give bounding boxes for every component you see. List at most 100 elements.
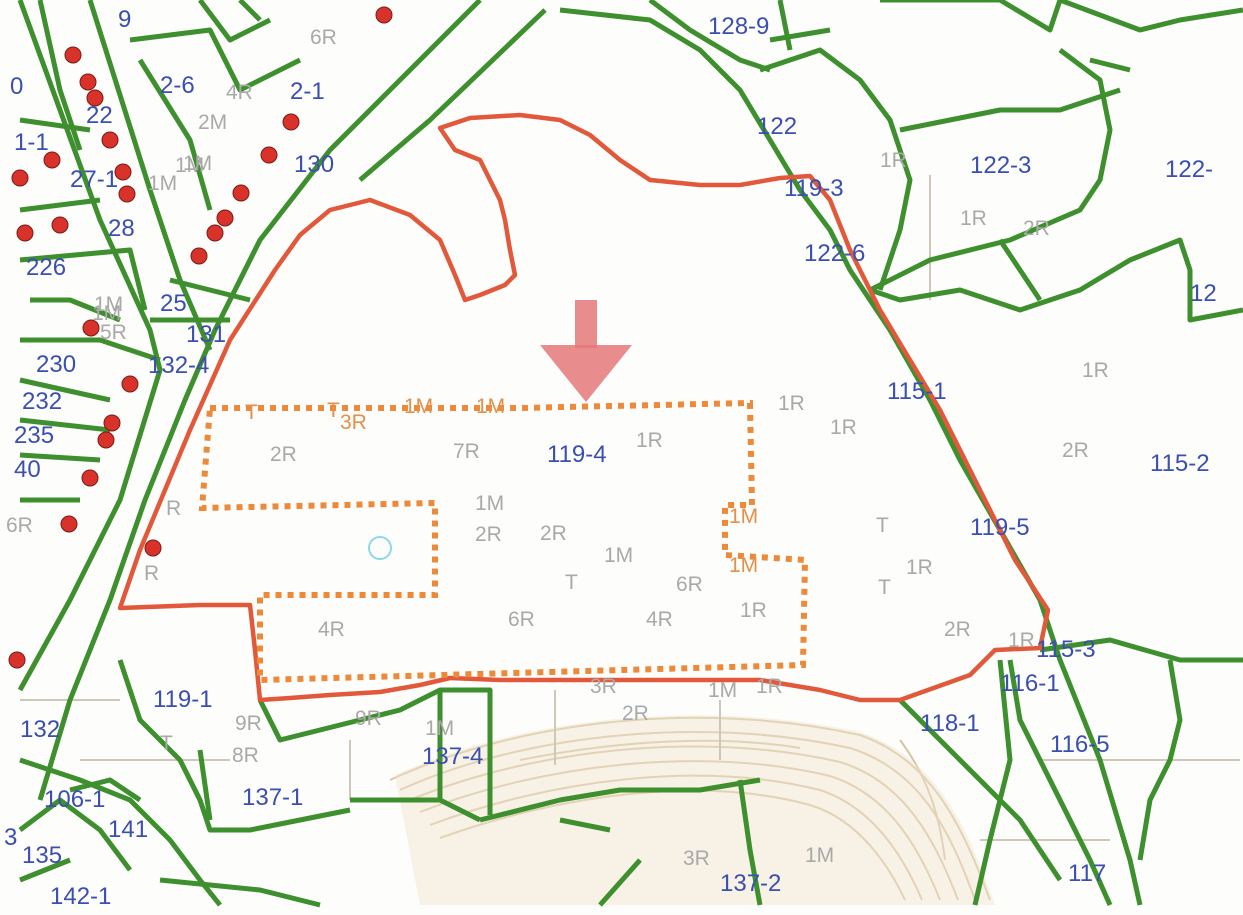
zone-label: 1R [1008,629,1035,652]
parcel-label: 122 [757,113,798,140]
parcel-label: 117 [1068,860,1107,887]
zone-label: T [160,732,173,755]
zone-label: 1M [94,293,124,316]
parcel-label: 230 [36,351,77,378]
parcel-label: 131 [186,321,227,348]
zone-label: 1R [756,675,783,698]
parcel-label: 9 [118,6,132,33]
zone-label: 1R [880,149,907,172]
parcel-label: 118-1 [920,710,980,737]
parcel-label: 119-1 [153,686,213,713]
parcel-label: 119-5 [970,514,1030,541]
parcel-label: 116-5 [1050,731,1110,758]
zone-label: 1R [1082,359,1109,382]
parcel-label: 115-3 [1036,636,1096,663]
zone-label-orange: 1M [476,395,506,418]
zone-label-orange: 1M [404,395,434,418]
parcel-label: 115-2 [1150,450,1210,477]
zone-label: 9R [355,707,382,730]
zone-label: 4R [646,608,673,631]
parcel-label: 235 [14,422,55,449]
zone-label: 2R [475,523,502,546]
zone-label: 1R [830,416,857,439]
zone-label: 2R [944,618,971,641]
parcel-label: 141 [108,816,149,843]
zone-label: 1M [805,844,835,867]
parcel-label: 119-4 [547,441,607,468]
parcel-label: 122-6 [804,240,866,267]
parcel-label: 137-1 [242,784,304,811]
parcel-label: 226 [26,254,67,281]
zone-label: R [166,497,182,520]
zone-label: 4R [226,81,253,104]
zone-label: 3R [683,847,710,870]
parcel-label: 122-3 [970,152,1032,179]
zone-label: 1M [148,172,178,195]
parcel-label: 119-3 [784,175,844,202]
zone-label: T [565,571,578,594]
parcel-label: 130 [294,151,335,178]
zone-label: 2R [540,522,567,545]
parcel-label: 22 [86,102,113,129]
zone-label: 5R [100,321,127,344]
zone-label: 1M [425,717,455,740]
parcel-label: 2-6 [160,72,195,99]
zone-label: 9R [235,712,262,735]
zone-label: 1M [708,679,738,702]
zone-label: 3R [590,675,617,698]
zone-label: 1R [960,207,987,230]
zone-label-orange: 3R [340,411,367,434]
zone-label: T [878,576,891,599]
parcel-label: 137-2 [720,870,782,897]
zone-label: 1M [183,152,213,175]
parcel-label: 0 [10,73,24,100]
parcel-label: 116-1 [1000,670,1060,697]
zone-label: 2R [270,443,297,466]
zone-label: 6R [676,573,703,596]
parcel-label: 1-1 [14,129,49,156]
zone-label: 6R [6,514,33,537]
zone-label: 2R [622,702,649,725]
parcel-label: 137-4 [422,743,484,770]
zone-label: 1R [740,599,767,622]
parcel-label: 3 [4,824,18,851]
down-arrow-icon [540,300,632,402]
zone-label: 1M [175,154,205,177]
parcel-label: 135 [22,842,63,869]
zone-label: 2M [198,111,228,134]
zone-label: 1R [906,556,933,579]
parcel-label: 122- [1165,156,1214,183]
faint-lines [20,175,1240,841]
zone-label: 4R [318,618,345,641]
terrain-contours [389,716,991,901]
parcel-label: 2-1 [290,78,325,105]
zone-label: 1R [778,392,805,415]
parcel-label: 12 [1190,280,1217,307]
zone-label: 6R [508,608,535,631]
zone-label-orange: T [245,401,258,424]
parcel-label: 142-1 [50,883,112,910]
terrain-fill [395,715,995,905]
zone-label-orange: T [327,399,340,422]
zone-label-orange: 1M [729,554,759,577]
parcel-label: 128-9 [708,13,770,40]
study-area [198,399,809,684]
zone-label: 8R [232,744,259,767]
zone-label-orange: 1M [729,505,759,528]
parcel-label: 40 [14,456,41,483]
zone-label: 1M [475,492,505,515]
zone-label: T [876,514,889,537]
parcel-label: 232 [22,388,63,415]
zone-label: 2R [1023,217,1050,240]
zone-label: 2R [1062,439,1089,462]
zone-label: 7R [453,440,480,463]
parcel-label: 27-1 [70,166,119,193]
zone-label: 1R [636,429,663,452]
zone-label: 1M [604,544,634,567]
zone-label: R [144,562,160,585]
parcel-label: 28 [108,215,135,242]
site-boundary [117,112,1051,703]
parcel-label: 115-1 [887,378,947,405]
